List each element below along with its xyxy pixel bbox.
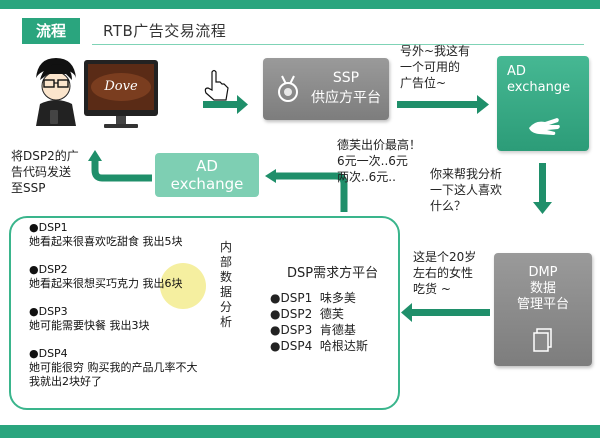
dmp-box: DMP 数据 管理平台 <box>494 253 592 366</box>
adx-mid-line2: exchange <box>170 175 244 193</box>
dsp-platform-list: ●DSP1 味多美 ●DSP2 德芙 ●DSP3 肯德基 ●DSP4 哈根达斯 <box>270 290 368 354</box>
note-dmp-to-dsp: 这是个20岁 左右的女性 吃货 ~ <box>413 249 493 297</box>
dsp-bid-1: ●DSP1 她看起来很喜欢吃甜食 我出5块 <box>29 221 183 249</box>
note-adx-to-ssp: 德芙出价最高！ 6元一次..6元 两次..6元.. <box>337 137 437 185</box>
header-divider <box>92 44 584 45</box>
note-line: 什么？ <box>430 199 467 213</box>
note-line: 广告位~ <box>400 76 447 90</box>
bid-label: ●DSP3 <box>29 305 68 318</box>
hand-icon <box>529 118 560 135</box>
page-title: RTB广告交易流程 <box>103 22 227 40</box>
note-line: 这是个20岁 <box>413 250 477 264</box>
note-line: 号外~我这有 <box>400 44 471 58</box>
highlight-circle <box>160 263 206 309</box>
note-line: 你来帮我分析 <box>430 167 503 181</box>
documents-icon <box>533 328 552 352</box>
dmp-line3: 管理平台 <box>516 297 569 312</box>
top-accent-bar <box>0 0 600 9</box>
bid-label: ●DSP1 <box>29 221 68 234</box>
ssp-box: SSP 供应方平台 <box>263 58 389 120</box>
dsp-name: 味多美 <box>319 291 356 305</box>
bottom-accent-bar <box>0 425 600 438</box>
note-line: 吃货 ~ <box>413 282 451 296</box>
dsp-bid-2: ●DSP2 她看起来很想买巧克力 我出6块 <box>29 263 183 291</box>
note-line: 6元一次..6元 <box>337 154 408 168</box>
monitor-icon <box>84 60 158 128</box>
bid-text: 她可能需要快餐 我出3块 <box>29 319 150 332</box>
dsp-id: ●DSP1 <box>270 291 313 305</box>
bid-text: 她看起来很想买巧克力 我出6块 <box>29 277 183 290</box>
bid-text: 我就出2块好了 <box>29 375 102 388</box>
dsp-id: ●DSP2 <box>270 307 313 321</box>
internal-analysis-label: 内部数据分析 <box>219 240 232 329</box>
note-ssp-to-adx: 号外~我这有 一个可用的 广告位~ <box>400 43 492 91</box>
note-line: 德芙出价最高！ <box>337 138 422 152</box>
dsp-platform-item: ●DSP4 哈根达斯 <box>270 338 368 354</box>
ssp-title: SSP <box>332 70 360 86</box>
section-tab: 流程 <box>22 18 80 44</box>
arrow-dmp-to-dsp <box>401 303 490 322</box>
dmp-line2: 数据 <box>529 281 556 296</box>
bid-label: ●DSP2 <box>29 263 68 276</box>
arrow-adx-to-user <box>88 150 152 182</box>
dsp-name: 德芙 <box>319 307 344 321</box>
dsp-bid-panel <box>9 216 400 410</box>
adx-mid-line1: AD <box>196 157 218 175</box>
medal-icon <box>278 75 298 102</box>
dsp-name: 肯德基 <box>319 323 356 337</box>
note-line: 两次..6元.. <box>337 170 396 184</box>
user-avatar-icon <box>36 58 76 126</box>
ad-exchange-top-box: AD exchange <box>497 56 589 151</box>
arrow-ssp-to-adx <box>397 95 489 114</box>
note-line: 一下这人喜欢 <box>430 183 503 197</box>
dsp-platform-item: ●DSP2 德芙 <box>270 306 368 322</box>
ssp-subtitle: 供应方平台 <box>311 90 381 106</box>
dsp-platform-item: ●DSP1 味多美 <box>270 290 368 306</box>
note-ssp-to-user: 将DSP2的广 告代码发送 至SSP <box>11 148 87 196</box>
cursor-hand-icon <box>204 69 229 101</box>
note-line: 告代码发送 <box>11 165 72 179</box>
bid-text: 她可能很穷 购买我的产品几率不大 <box>29 361 198 374</box>
bid-label: ●DSP4 <box>29 347 68 360</box>
adx-top-line2: exchange <box>507 80 571 95</box>
dsp-name: 哈根达斯 <box>319 339 368 353</box>
note-line: 至SSP <box>11 181 46 195</box>
dsp-id: ●DSP4 <box>270 339 313 353</box>
dsp-platform-item: ●DSP3 肯德基 <box>270 322 368 338</box>
note-line: 将DSP2的广 <box>11 149 79 163</box>
dmp-line1: DMP <box>528 265 558 280</box>
adx-top-line1: AD <box>507 64 526 79</box>
ad-exchange-mid-box: AD exchange <box>155 153 259 197</box>
note-adx-to-dmp: 你来帮我分析 一下这人喜欢 什么？ <box>430 166 530 214</box>
monitor-brand-text: Dove <box>104 79 138 94</box>
arrow-adx-to-dmp <box>533 163 552 214</box>
dsp-platform-title: DSP需求方平台 <box>287 266 379 281</box>
arrow-user-to-ssp <box>203 95 248 114</box>
bid-text: 她看起来很喜欢吃甜食 我出5块 <box>29 235 183 248</box>
dsp-id: ●DSP3 <box>270 323 313 337</box>
dsp-bid-4: ●DSP4 她可能很穷 购买我的产品几率不大 我就出2块好了 <box>29 347 198 389</box>
note-line: 一个可用的 <box>400 60 461 74</box>
note-line: 左右的女性 <box>413 266 474 280</box>
dsp-bid-3: ●DSP3 她可能需要快餐 我出3块 <box>29 305 150 333</box>
arrow-dsp-to-adx <box>265 169 348 212</box>
